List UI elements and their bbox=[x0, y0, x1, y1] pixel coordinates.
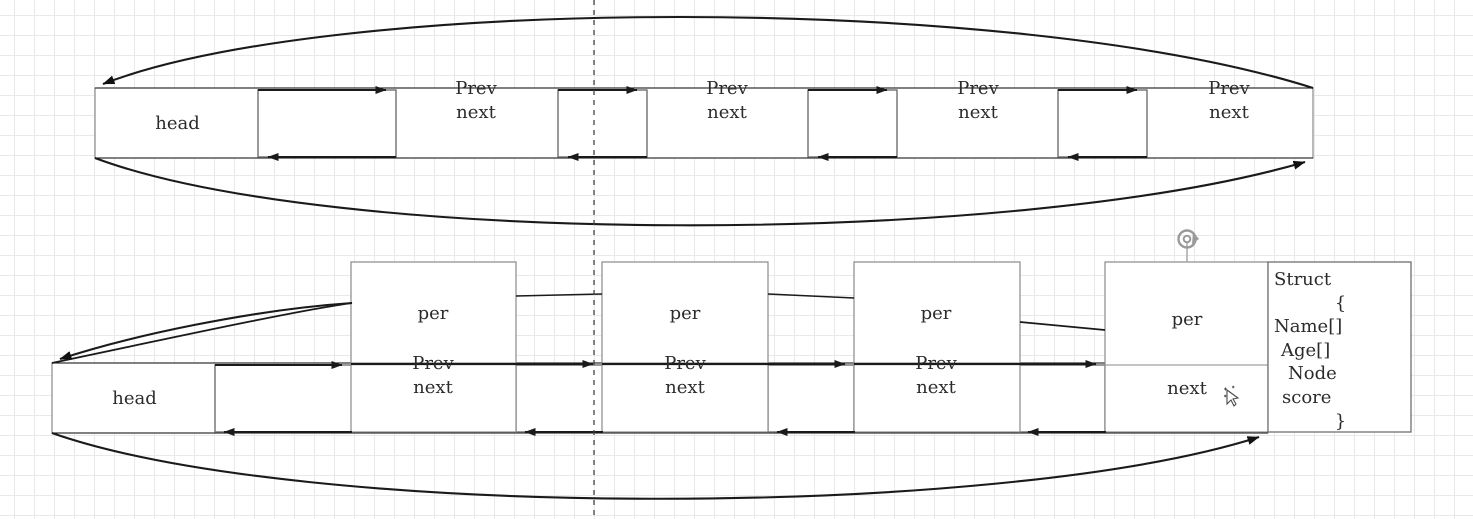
struct-line-name: Name[] bbox=[1274, 316, 1343, 338]
struct-line-open-brace: { bbox=[1334, 292, 1347, 314]
rotate-handle-icon[interactable] bbox=[1177, 229, 1200, 263]
top-head-to-tail-curve bbox=[94, 157, 1306, 227]
per-box-connectors bbox=[51, 293, 1106, 364]
top-list-outer-rect[interactable] bbox=[94, 87, 1314, 159]
bottom-per-box-4[interactable] bbox=[1104, 261, 1269, 433]
bottom-per-box-1[interactable] bbox=[350, 261, 517, 433]
struct-line-node: Node bbox=[1288, 363, 1337, 385]
bottom-per-box-3[interactable] bbox=[853, 261, 1021, 433]
bottom-next-arrows bbox=[215, 360, 1097, 369]
struct-definition-box[interactable] bbox=[1267, 261, 1412, 433]
bottom-tail-to-head-curve bbox=[59, 301, 353, 360]
struct-line-close-brace: } bbox=[1334, 410, 1347, 432]
bottom-head-to-tail-curve bbox=[51, 432, 1260, 500]
struct-line-age: Age[] bbox=[1281, 339, 1331, 361]
struct-line-struct: Struct bbox=[1274, 269, 1332, 290]
move-cursor-icon bbox=[1224, 385, 1240, 407]
struct-line-score: score bbox=[1282, 387, 1332, 408]
bottom-per-box-2[interactable] bbox=[601, 261, 769, 433]
top-tail-to-head-curve bbox=[102, 15, 1314, 90]
